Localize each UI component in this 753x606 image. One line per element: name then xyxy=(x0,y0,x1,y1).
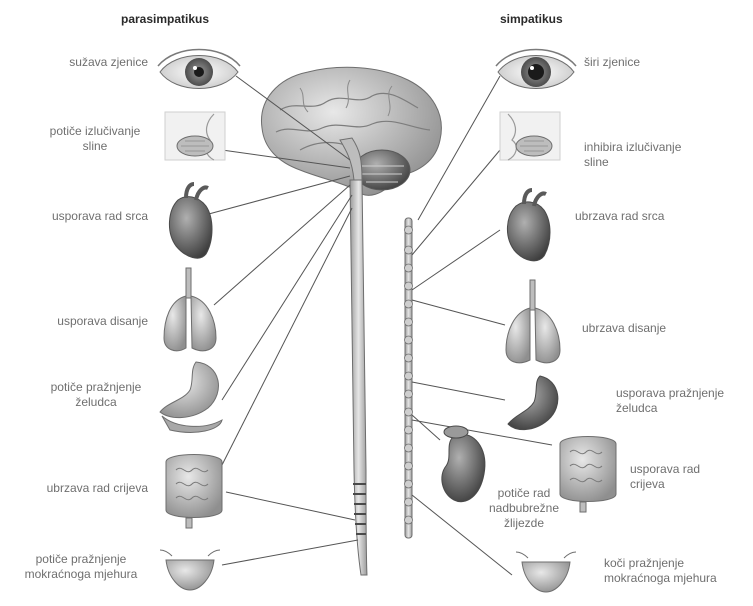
label-inhibits-saliva: inhibira izlučivanje sline xyxy=(584,140,681,170)
heart-icon xyxy=(169,184,212,258)
stomach-icon xyxy=(160,362,222,432)
lungs-icon xyxy=(164,268,216,351)
intestines-icon xyxy=(560,437,616,513)
bladder-icon xyxy=(516,552,576,592)
label-constricts-pupils: sužava zjenice xyxy=(69,55,148,70)
salivary-gland-icon xyxy=(500,112,560,160)
label-stimulates-adrenal: potiče rad nadbubrežne žlijezde xyxy=(482,486,566,531)
lungs-icon xyxy=(506,280,560,363)
label-slows-stomach: usporava pražnjenje želudca xyxy=(616,386,724,416)
bladder-icon xyxy=(160,550,220,590)
heart-icon xyxy=(507,190,550,261)
label-slows-intestines: usporava rad crijeva xyxy=(630,462,700,492)
kidney-icon xyxy=(442,426,485,502)
label-slows-heart: usporava rad srca xyxy=(52,209,148,224)
salivary-gland-icon xyxy=(165,112,225,160)
label-speeds-intestines: ubrzava rad crijeva xyxy=(47,481,148,496)
eye-icon xyxy=(158,50,240,89)
label-stimulates-stomach: potiče pražnjenje želudca xyxy=(36,380,156,410)
label-stimulates-bladder: potiče pražnjenje mokraćnoga mjehura xyxy=(6,552,156,582)
label-slows-breathing: usporava disanje xyxy=(57,314,148,329)
eye-icon xyxy=(496,50,576,89)
label-inhibits-bladder: koči pražnjenje mokraćnoga mjehura xyxy=(604,556,717,586)
label-stimulates-saliva: potiče izlučivanje sline xyxy=(33,124,157,154)
brain-illustration xyxy=(261,67,441,195)
spinal-cord xyxy=(350,180,367,575)
sympathetic-header: simpatikus xyxy=(500,12,563,26)
label-speeds-heart: ubrzava rad srca xyxy=(575,209,664,224)
sympathetic-chain xyxy=(405,218,413,538)
parasympathetic-header: parasimpatikus xyxy=(121,12,209,26)
label-speeds-breathing: ubrzava disanje xyxy=(582,321,666,336)
intestines-icon xyxy=(166,455,222,529)
stomach-icon xyxy=(508,376,558,430)
label-dilates-pupils: širi zjenice xyxy=(584,55,640,70)
